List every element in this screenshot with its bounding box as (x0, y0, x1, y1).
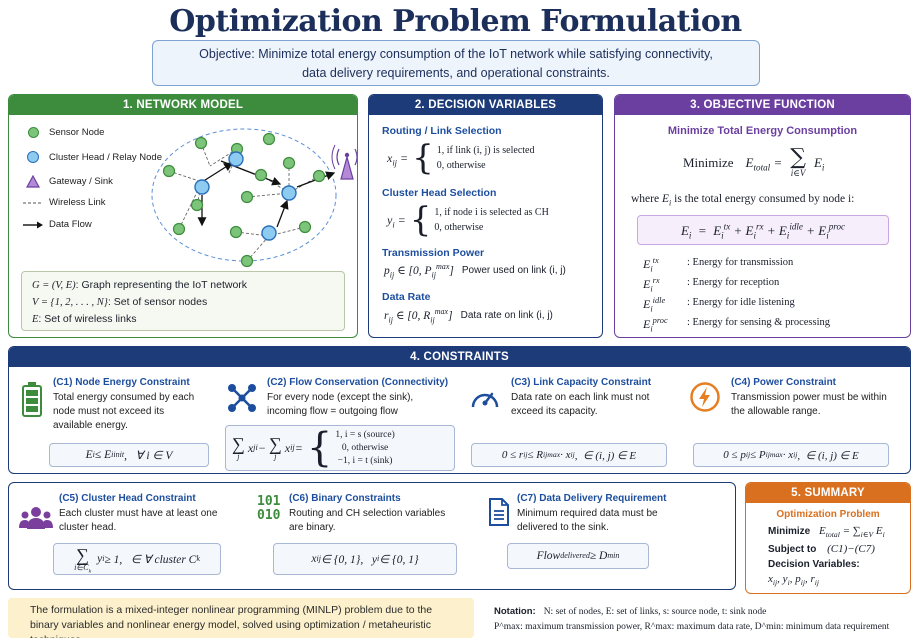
legend-wireless-link: Wireless Link (23, 197, 106, 208)
c3-title: (C3) Link Capacity Constraint (511, 377, 652, 388)
c1-title: (C1) Node Energy Constraint (53, 377, 190, 388)
summary-dv-label: Decision Variables: (768, 559, 860, 570)
c2-description: For every node (except the sink), incomi… (267, 392, 414, 417)
data-rate-row: rij ∈ [0, Rijmax] Data rate on link (i, … (384, 307, 553, 325)
routing-title: Routing / Link Selection (382, 125, 502, 137)
notation-line-2: P^max: maximum transmission power, R^max… (494, 622, 890, 632)
network-model-header: 1. NETWORK MODEL (9, 95, 357, 115)
summary-header: 5. SUMMARY (746, 483, 910, 503)
summary-dv-list: xij, yi, pij, rij (768, 573, 820, 588)
c7-title: (C7) Data Delivery Requirement (517, 493, 667, 504)
formulation-note: The formulation is a mixed-integer nonli… (8, 598, 474, 638)
energy-decomposition-formula: Ei = Eitx + Eirx + Eiidle + Eiproc (637, 215, 889, 245)
definition-nodes: V = {1, 2, . . . , N}: Set of sensor nod… (32, 296, 208, 308)
legend-data-flow: Data Flow (23, 219, 92, 230)
network-boundary (151, 128, 337, 262)
data-flow-icon (23, 221, 43, 229)
objective-subtitle: Minimize Total Energy Consumption (667, 125, 858, 137)
flow-network-icon (228, 384, 256, 412)
c5-description: Each cluster must have at least one clus… (59, 508, 218, 533)
constraints-header: 4. CONSTRAINTS (9, 347, 910, 367)
objective-line-1: Objective: Minimize total energy consump… (199, 47, 713, 61)
objective-line-2: data delivery requirements, and operatio… (302, 66, 610, 80)
document-icon (489, 498, 509, 526)
c1-description: Total energy consumed by each node must … (53, 392, 195, 431)
binary-icon: 101 010 (257, 494, 281, 523)
data-flow-arrows (197, 160, 336, 228)
c5-title: (C5) Cluster Head Constraint (59, 493, 196, 504)
summary-subject-line: Subject to (C1)−(C7) (768, 543, 875, 555)
graph-definitions: G = (V, E): Graph representing the IoT n… (21, 271, 345, 331)
legend-sensor-node: Sensor Node (23, 127, 104, 138)
summary-subtitle: Optimization Problem (776, 509, 880, 520)
definition-graph: G = (V, E): Graph representing the IoT n… (32, 279, 248, 291)
where-line: where Ei is the total energy consumed by… (631, 193, 855, 208)
objective-box: Objective: Minimize total energy consump… (152, 40, 760, 86)
cluster-head-icon (23, 151, 43, 163)
gauge-icon (471, 392, 499, 408)
energy-term-idle: Eiidle : Energy for idle listening (643, 296, 795, 314)
decision-variables-header: 2. DECISION VARIABLES (369, 95, 602, 115)
summary-panel: 5. SUMMARY Optimization Problem Minimize… (745, 482, 911, 594)
transmission-power-row: pij ∈ [0, Pijmax] Power used on link (i,… (384, 262, 566, 280)
definition-links: E: Set of wireless links (32, 313, 137, 325)
legend-cluster-head: Cluster Head / Relay Node (23, 151, 162, 163)
cluster-head-title: Cluster Head Selection (382, 187, 497, 199)
network-diagram (151, 128, 357, 268)
objective-equation: Minimize Etotal = ∑ i∈V Ei (683, 145, 825, 178)
summary-minimize-line: Minimize Etotal = ∑i∈V Ei (768, 525, 885, 540)
cluster-heads (194, 151, 297, 241)
battery-icon (22, 382, 42, 417)
lightning-icon (690, 382, 720, 412)
notation-note: Notation: N: set of nodes, E: set of link… (484, 598, 911, 638)
energy-term-tx: Eitx : Energy for transmission (643, 256, 794, 274)
energy-term-proc: Eiproc : Energy for sensing & processing (643, 316, 830, 334)
page-title: Optimization Problem Formulation (169, 4, 742, 39)
energy-term-rx: Eirx : Energy for reception (643, 276, 780, 294)
transmission-power-title: Transmission Power (382, 247, 485, 259)
objective-function-header: 3. OBJECTIVE FUNCTION (615, 95, 910, 115)
c4-title: (C4) Power Constraint (731, 377, 837, 388)
c3-description: Data rate on each link must not exceed i… (511, 392, 650, 417)
constraints-continued-panel: (C5) Cluster Head Constraint Each cluste… (8, 482, 736, 590)
notation-line-1: N: set of nodes, E: set of links, s: sou… (543, 607, 767, 617)
decision-variables-panel: 2. DECISION VARIABLES Routing / Link Sel… (368, 94, 603, 338)
sensor-nodes (162, 132, 326, 268)
wireless-link-icon (23, 200, 43, 206)
notation-label: Notation: (494, 606, 536, 617)
legend-gateway: Gateway / Sink (23, 175, 113, 188)
c6-title: (C6) Binary Constraints (289, 493, 401, 504)
c6-description: Routing and CH selection variables are b… (289, 508, 446, 533)
data-rate-title: Data Rate (382, 291, 431, 303)
objective-function-panel: 3. OBJECTIVE FUNCTION Minimize Total Ene… (614, 94, 911, 338)
gateway-icon (23, 175, 43, 188)
c2-title: (C2) Flow Conservation (Connectivity) (267, 377, 449, 388)
sensor-node-icon (23, 127, 43, 138)
people-group-icon (19, 507, 53, 529)
constraints-panel: 4. CONSTRAINTS (C1) Node Energy Constrai… (8, 346, 911, 474)
c7-description: Minimum required data must be delivered … (517, 508, 658, 533)
network-model-panel: 1. NETWORK MODEL Sensor Node Cluster Hea… (8, 94, 358, 338)
gateway-tower-icon (331, 144, 357, 180)
c4-description: Transmission power must be within the al… (731, 392, 887, 417)
